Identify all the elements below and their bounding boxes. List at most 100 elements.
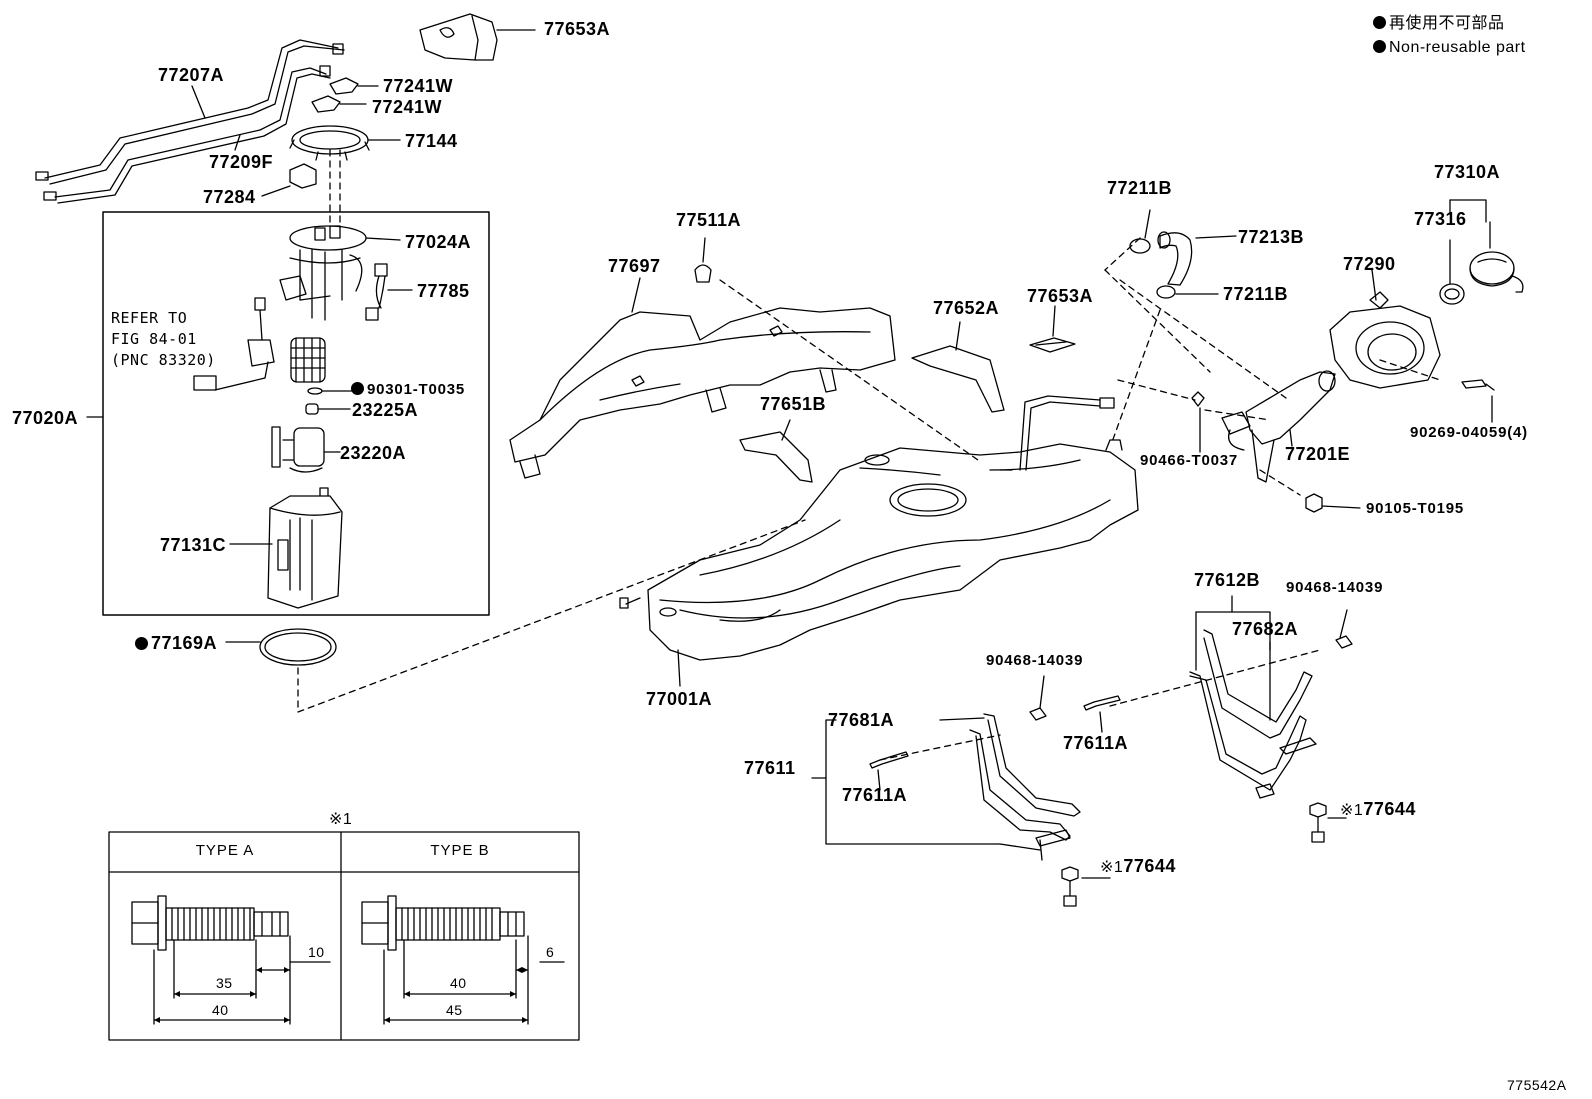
type-b-total-dim: 45 xyxy=(446,1002,463,1018)
type-a-bolt-icon xyxy=(131,895,331,1025)
label-23220a: 23220A xyxy=(340,443,407,463)
filler-hose-icon xyxy=(1157,231,1237,286)
label-77651b: 77651B xyxy=(760,394,827,414)
clip-77511a-icon xyxy=(694,237,712,283)
legend-line-2: Non-reusable part xyxy=(1373,38,1526,58)
clip-90466-icon xyxy=(1191,391,1205,453)
label-77290: 77290 xyxy=(1343,254,1396,274)
label-77611a-mid: 77611A xyxy=(1063,733,1129,753)
heat-insulator-large-icon xyxy=(509,277,896,479)
gasket-ring-icon xyxy=(225,628,337,666)
hose-clamp-bottom-icon xyxy=(1156,285,1219,299)
non-reusable-dot-icon xyxy=(135,637,148,650)
note-mark-right: ※1 xyxy=(1340,802,1364,819)
type-a-total-dim: 40 xyxy=(212,1002,229,1018)
fuel-line-icon xyxy=(35,39,345,204)
type-b-header: TYPE B xyxy=(430,842,490,859)
label-77131c: 77131C xyxy=(160,535,227,555)
refer-line-3: (PNC 83320) xyxy=(111,351,216,369)
filler-pipe-icon xyxy=(1221,370,1336,483)
label-77644-bottom-text: 77644 xyxy=(1123,856,1176,876)
label-77697: 77697 xyxy=(608,256,661,276)
fuel-filter-icon xyxy=(290,337,326,383)
label-77211b-bottom: 77211B xyxy=(1223,284,1289,304)
hose-clamp-top-icon xyxy=(1129,209,1151,254)
label-23225a: 23225A xyxy=(352,400,419,420)
label-77653a-mid: 77653A xyxy=(1027,286,1094,306)
label-77682a: 77682A xyxy=(1232,619,1299,639)
label-77169a-text: 77169A xyxy=(151,633,218,653)
label-77169a: 77169A xyxy=(135,633,217,653)
fuel-sender-icon xyxy=(193,297,275,391)
non-reusable-dot-icon xyxy=(1373,40,1386,53)
type-b-thread-dim: 40 xyxy=(450,975,467,991)
label-77001a: 77001A xyxy=(646,689,713,709)
bracket-77611-icon xyxy=(811,719,1041,851)
label-77207a: 77207A xyxy=(158,65,225,85)
tank-strap-left-icon xyxy=(939,713,1081,861)
legend-text-en: Non-reusable part xyxy=(1389,39,1526,56)
heat-shield-small-icon xyxy=(419,13,536,61)
label-77611: 77611 xyxy=(744,758,796,778)
fuel-pump-icon xyxy=(271,426,341,473)
bolt-90105-icon xyxy=(1305,493,1361,513)
label-77612b: 77612B xyxy=(1194,570,1261,590)
label-77316: 77316 xyxy=(1414,209,1467,229)
label-77310a: 77310A xyxy=(1434,162,1501,182)
label-77241w-2: 77241W xyxy=(372,97,443,117)
wire-harness-icon xyxy=(365,263,413,321)
label-77644-bottom: ※177644 xyxy=(1100,856,1176,878)
insulator-77652a-icon xyxy=(911,321,1005,413)
screw-90269-icon xyxy=(1461,379,1495,423)
label-77785: 77785 xyxy=(417,281,470,301)
type-table-mark: ※1 xyxy=(329,811,353,828)
label-77511a: 77511A xyxy=(676,210,742,230)
non-reusable-dot-icon xyxy=(1373,16,1386,29)
pump-flange-icon xyxy=(279,225,401,321)
label-77213b: 77213B xyxy=(1238,227,1305,247)
label-77024a: 77024A xyxy=(405,232,472,252)
legend-text-jp: 再使用不可部品 xyxy=(1389,15,1505,32)
tank-strap-right-icon xyxy=(1189,595,1317,799)
label-90468-right: 90468-14039 xyxy=(1286,579,1384,596)
label-90105: 90105-T0195 xyxy=(1366,500,1465,517)
label-77211b-top: 77211B xyxy=(1107,178,1173,198)
retainer-ring-icon xyxy=(289,125,401,161)
label-77201e: 77201E xyxy=(1285,444,1351,464)
type-a-header: TYPE A xyxy=(195,842,255,859)
label-77652a: 77652A xyxy=(933,298,1000,318)
label-90269: 90269-04059(4) xyxy=(1410,424,1528,441)
legend-line-1: 再使用不可部品 xyxy=(1373,14,1505,34)
filler-housing-icon xyxy=(1329,269,1441,389)
connector-77284-icon xyxy=(261,163,317,197)
fuel-tank-icon xyxy=(619,395,1139,687)
fuel-cap-icon xyxy=(1449,199,1524,293)
refer-line-1: REFER TO xyxy=(111,309,188,327)
type-b-bolt-icon xyxy=(361,895,565,1025)
pump-module-frame xyxy=(102,211,490,616)
label-77241w-1: 77241W xyxy=(383,76,454,96)
bracket-90468-mid-icon xyxy=(1029,675,1047,721)
type-a-end-dim: 10 xyxy=(308,944,325,960)
note-mark-bottom: ※1 xyxy=(1100,859,1124,876)
label-90301: 90301-T0035 xyxy=(351,381,465,398)
dimension-arrows xyxy=(154,967,528,1023)
bolt-77644-icon xyxy=(1061,802,1347,907)
bolt-77611a-icon xyxy=(869,695,1121,791)
bracket-90468-right-icon xyxy=(1335,609,1353,649)
type-table-frame xyxy=(108,831,580,1041)
label-77611a-left: 77611A xyxy=(842,785,908,805)
o-ring-small-icon xyxy=(307,387,355,395)
label-90301-text: 90301-T0035 xyxy=(367,381,466,398)
label-77020a: 77020A xyxy=(12,408,79,428)
type-b-end-dim: 6 xyxy=(546,944,555,960)
label-90468-mid: 90468-14039 xyxy=(986,652,1084,669)
gasket-77316-icon xyxy=(1439,283,1465,305)
insulator-77651b-icon xyxy=(739,419,813,483)
figure-id: 775542A xyxy=(1507,1077,1567,1093)
type-a-thread-dim: 35 xyxy=(216,975,233,991)
insulator-77653a-icon xyxy=(1029,305,1076,353)
label-77644-right-text: 77644 xyxy=(1363,799,1416,819)
